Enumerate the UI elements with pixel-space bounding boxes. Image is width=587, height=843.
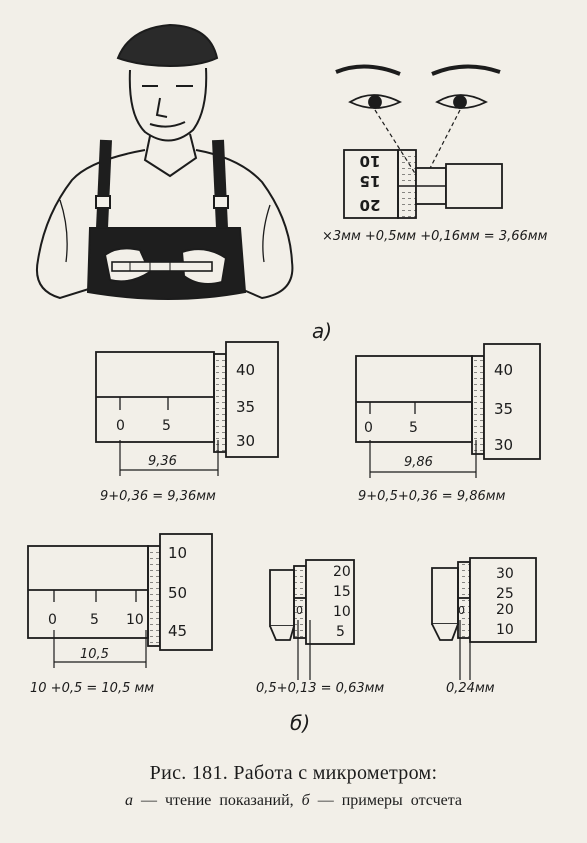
thimble-mark-2-30: 30 xyxy=(494,436,513,454)
equation-3: 10 +0,5 = 10,5 мм xyxy=(30,681,154,696)
panel-letter-b: б) xyxy=(290,711,310,735)
equation-5: 0,24мм xyxy=(446,681,495,696)
equation-a: ×3мм +0,5мм +0,16мм = 3,66мм xyxy=(322,229,548,244)
micrometer-a: 10 15 20 xyxy=(343,149,503,219)
micrometer-example-1 xyxy=(95,341,279,476)
thimble-mark-2-35: 35 xyxy=(494,400,513,418)
thimble-mark-3-10: 10 xyxy=(168,544,187,562)
eyes-illustration xyxy=(335,64,501,179)
thimble-mark-5-20: 20 xyxy=(496,602,514,618)
sleeve-zero-2: 0 xyxy=(364,420,373,436)
thimble-mark-4-15: 15 xyxy=(333,584,351,600)
micrometer-example-5 xyxy=(431,557,537,680)
thimble-mark-1-30: 30 xyxy=(236,432,255,450)
thimble-mark-2-40: 40 xyxy=(494,361,513,379)
micrometer-example-2 xyxy=(355,343,541,478)
thimble-mark-5-30: 30 xyxy=(496,566,514,582)
micrometer-example-3 xyxy=(27,533,213,668)
figure-caption-title: Рис. 181. Работа с микрометром: xyxy=(149,762,438,784)
thimble-mark-1-40: 40 xyxy=(236,361,255,379)
thimble-mark-a-10: 10 xyxy=(360,152,381,170)
figure-caption-legend: а — чтение показаний, б — примеры отсчет… xyxy=(0,792,587,810)
caption-letter-b: б xyxy=(301,792,310,809)
sleeve-zero-3: 0 xyxy=(48,612,57,628)
thimble-mark-3-50: 50 xyxy=(168,584,187,602)
dimension-1: 9,36 xyxy=(148,454,177,469)
thimble-mark-1-35: 35 xyxy=(236,398,255,416)
sleeve-zero-5: 0 xyxy=(458,604,465,617)
micrometer-example-4 xyxy=(269,559,355,680)
thimble-mark-5-10: 10 xyxy=(496,622,514,638)
sleeve-five-1: 5 xyxy=(162,418,171,434)
caption-text-a: — чтение показаний, xyxy=(140,792,294,809)
thimble-mark-4-5: 5 xyxy=(336,624,345,640)
sleeve-ten-3: 10 xyxy=(126,612,144,628)
thimble-mark-3-45: 45 xyxy=(168,622,187,640)
equation-4: 0,5+0,13 = 0,63мм xyxy=(256,681,384,696)
sleeve-five-3: 5 xyxy=(90,612,99,628)
panel-letter-a: а) xyxy=(312,319,332,343)
sleeve-zero-4: 0 xyxy=(296,604,303,617)
equation-2: 9+0,5+0,36 = 9,86мм xyxy=(358,489,506,504)
thimble-mark-a-20: 20 xyxy=(360,196,381,214)
dimension-3: 10,5 xyxy=(80,647,109,662)
dimension-2: 9,86 xyxy=(404,455,433,470)
thimble-mark-5-25: 25 xyxy=(496,586,514,602)
thimble-mark-a-15: 15 xyxy=(360,172,381,190)
worker-illustration xyxy=(36,23,294,300)
equation-1: 9+0,36 = 9,36мм xyxy=(100,489,216,504)
caption-letter-a: а xyxy=(124,792,133,809)
thimble-mark-4-10: 10 xyxy=(333,604,351,620)
caption-text-b: — примеры отсчета xyxy=(317,792,462,809)
sleeve-zero-1: 0 xyxy=(116,418,125,434)
sleeve-five-2: 5 xyxy=(409,420,418,436)
thimble-mark-4-20: 20 xyxy=(333,564,351,580)
